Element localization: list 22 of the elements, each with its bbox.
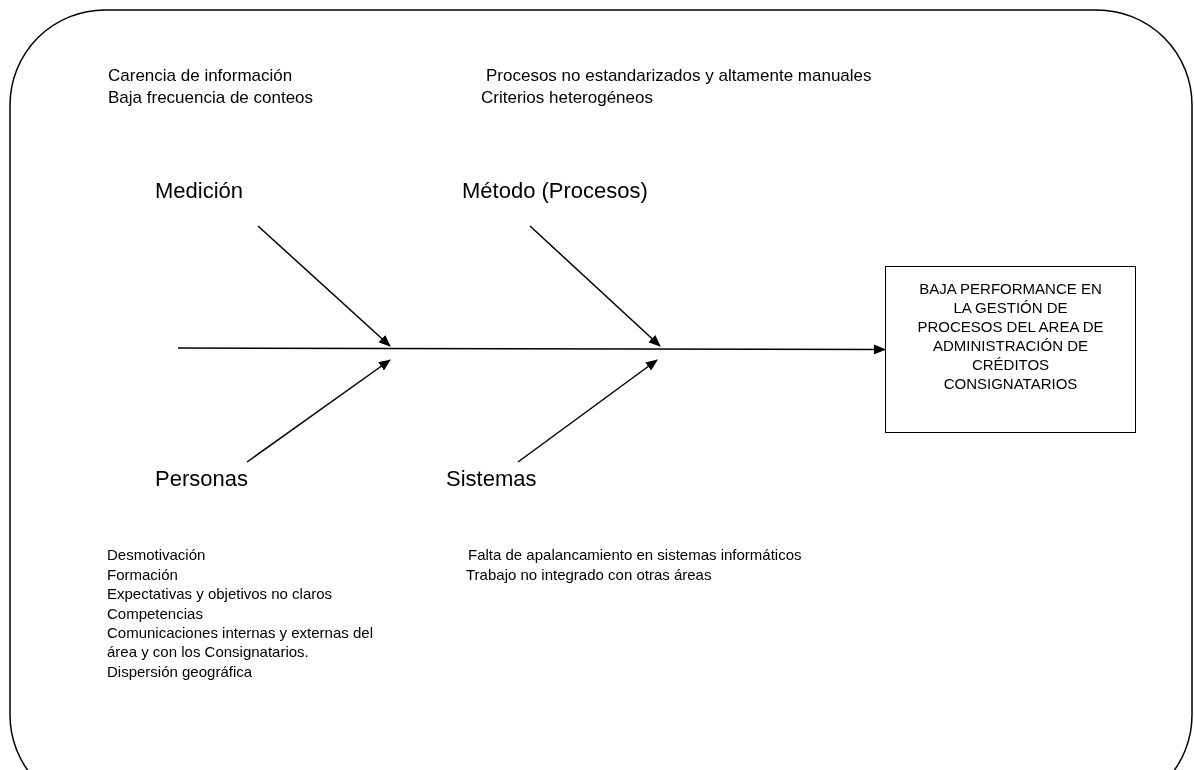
cause-text: Desmotivación — [107, 545, 206, 564]
cause-text: Dispersión geográfica — [107, 662, 253, 681]
arrow — [517, 359, 658, 463]
category-label: Sistemas — [446, 462, 537, 492]
category-label: Personas — [155, 462, 248, 492]
effect-box: BAJA PERFORMANCE EN LA GESTIÓN DE PROCESOS DEL AREA DE ADMINISTRACIÓN DE CRÉDITOS CONSIGNATARIOS — [885, 266, 1136, 433]
cause-text: Expectativas y objetivos no claros — [107, 584, 333, 603]
category-label: Medición — [155, 178, 244, 226]
cause-text: Trabajo no integrado con otras áreas — [466, 565, 712, 584]
cause-text: Falta de apalancamiento en sistemas informáticos — [468, 545, 802, 564]
spine-arrow — [177, 344, 886, 355]
cause-text: Formación — [107, 565, 178, 584]
arrow — [246, 359, 391, 463]
cause-text: Procesos no estandarizados y altamente manuales — [486, 66, 872, 85]
arrow — [257, 225, 391, 347]
cause-text: Carencia de información — [108, 66, 293, 85]
cause-text: Competencias — [107, 604, 203, 623]
cause-text: Criterios heterogéneos — [481, 88, 653, 107]
cause-text: Baja frecuencia de conteos — [108, 88, 314, 107]
category-label: Método (Procesos) — [462, 178, 648, 226]
cause-text: Comunicaciones internas y externas del área y con los Consignatarios. — [107, 623, 374, 661]
arrow — [529, 225, 661, 347]
